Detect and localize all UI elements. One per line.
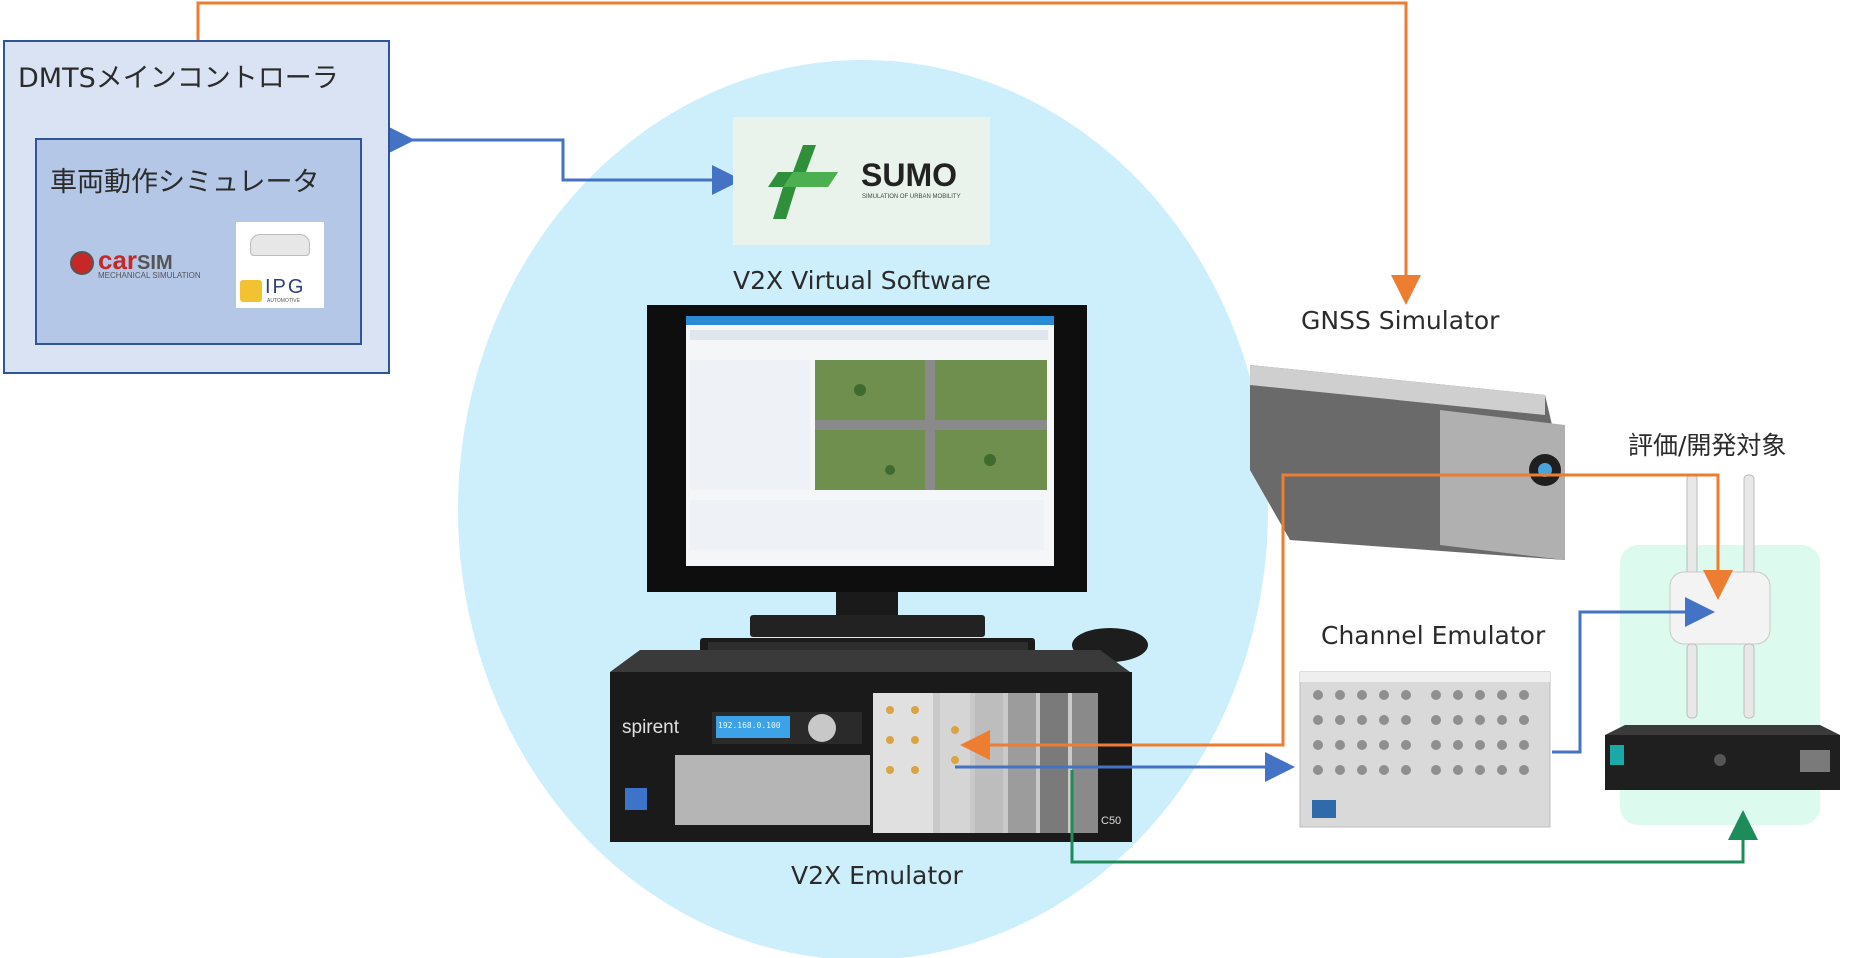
channel-port	[1313, 740, 1323, 750]
channel-port	[1401, 740, 1411, 750]
dut-obu-box	[1605, 725, 1840, 790]
channel-port	[1497, 740, 1507, 750]
channel-port	[1453, 740, 1463, 750]
channel-port	[1379, 740, 1389, 750]
channel-port	[1379, 765, 1389, 775]
sumo-subtitle: SIMULATION OF URBAN MOBILITY	[862, 194, 961, 200]
carsim-sim-text: SIM	[137, 252, 173, 274]
channel-port	[1475, 715, 1485, 725]
ipg-text: IPG	[265, 276, 306, 298]
channel-port	[1453, 690, 1463, 700]
channel-port	[1357, 765, 1367, 775]
ipg-logo: IPG AUTOMOTIVE	[236, 222, 324, 308]
orange-gnss-to-dut-line	[1545, 473, 1733, 600]
channel-port	[1431, 690, 1441, 700]
channel-port	[1497, 765, 1507, 775]
channel-port	[1431, 740, 1441, 750]
dmts-controller-label: DMTSメインコントローラ	[18, 63, 339, 94]
channel-port	[1379, 690, 1389, 700]
v2x-virtual-software-label: V2X Virtual Software	[733, 266, 991, 295]
channel-port	[1357, 690, 1367, 700]
channel-port	[1335, 740, 1345, 750]
emulator-lcd-text: 192.168.0.100	[718, 721, 781, 730]
channel-port	[1335, 765, 1345, 775]
gnss-simulator-label: GNSS Simulator	[1301, 306, 1500, 335]
channel-port	[1519, 740, 1529, 750]
channel-emulator-ports	[1313, 690, 1529, 775]
channel-port	[1475, 690, 1485, 700]
channel-port	[1357, 715, 1367, 725]
channel-port	[1431, 765, 1441, 775]
channel-port	[1335, 715, 1345, 725]
channel-port	[1475, 765, 1485, 775]
channel-port	[1401, 690, 1411, 700]
channel-port	[1401, 765, 1411, 775]
dut-label: 評価/開発対象	[1628, 431, 1787, 460]
channel-port	[1519, 715, 1529, 725]
channel-port	[1453, 715, 1463, 725]
channel-port	[1431, 715, 1441, 725]
carsim-car-text: car	[98, 245, 138, 275]
carsim-logo: carSIM MECHANICAL SIMULATION	[70, 245, 230, 283]
channel-port	[1475, 740, 1485, 750]
carsim-icon	[70, 251, 94, 275]
channel-port	[1313, 715, 1323, 725]
channel-port	[1519, 690, 1529, 700]
sumo-name: SUMO	[861, 157, 957, 193]
channel-emulator-label: Channel Emulator	[1321, 621, 1546, 650]
channel-port	[1401, 715, 1411, 725]
blue-sumo-sim-line	[385, 125, 742, 195]
channel-port	[1497, 690, 1507, 700]
carsim-subtitle: MECHANICAL SIMULATION	[98, 271, 201, 280]
blue-channel-to-dut-line	[1552, 597, 1715, 754]
channel-port	[1335, 690, 1345, 700]
orange-gnss-to-emulator-line	[960, 473, 1545, 760]
spirent-logo: spirent	[622, 717, 680, 738]
green-emulator-to-dut-line	[1070, 770, 1758, 864]
emulator-model-text: C50	[1101, 815, 1122, 827]
channel-port	[1453, 765, 1463, 775]
sumo-icon	[768, 145, 838, 219]
v2x-emulator-chassis	[610, 650, 1132, 842]
sumo-logo: SUMO SIMULATION OF URBAN MOBILITY	[733, 117, 990, 245]
gnss-simulator-device	[1250, 365, 1565, 560]
channel-port	[1357, 740, 1367, 750]
channel-port	[1497, 715, 1507, 725]
ipg-car-image	[250, 234, 310, 256]
orange-control-line	[196, 1, 1421, 305]
channel-port	[1313, 690, 1323, 700]
channel-port	[1379, 715, 1389, 725]
monitor	[647, 305, 1087, 637]
channel-port	[1313, 765, 1323, 775]
channel-port	[1519, 765, 1529, 775]
ipg-mark-icon	[240, 280, 262, 302]
v2x-emulator-label: V2X Emulator	[791, 861, 963, 890]
ipg-subtitle: AUTOMOTIVE	[267, 298, 300, 304]
vehicle-simulator-label: 車両動作シミュレータ	[50, 167, 320, 198]
